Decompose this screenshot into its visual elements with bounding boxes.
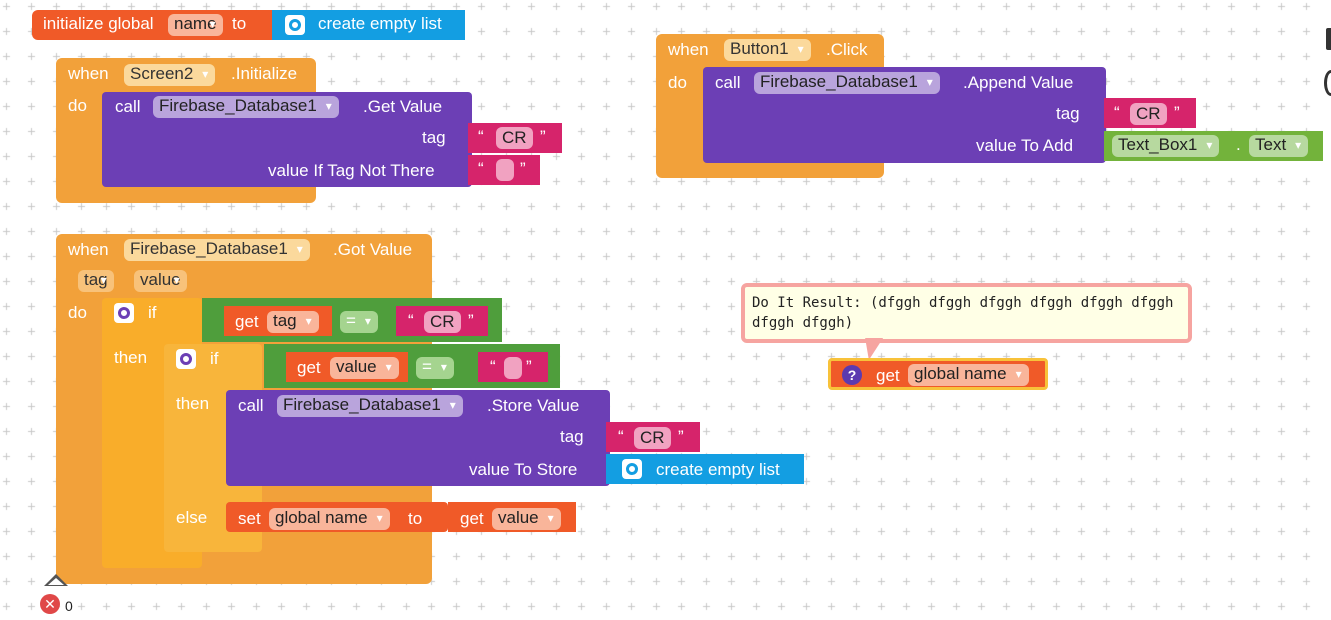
if-label-inner: if — [210, 349, 219, 368]
do-label-3: do — [68, 303, 87, 322]
tag-string-value-3[interactable]: CR — [634, 427, 671, 449]
get-value-method-label: .Get Value — [363, 97, 443, 116]
create-empty-list-label: create empty list — [318, 14, 442, 33]
tag-socket-label: tag — [422, 128, 446, 147]
get-label-1: get — [235, 312, 259, 331]
trash-icon-partial[interactable] — [1326, 28, 1331, 50]
error-icon[interactable]: ✕ — [40, 594, 60, 614]
then-label-outer: then — [114, 348, 148, 367]
then-label-inner: then — [176, 394, 210, 413]
get-label-2: get — [297, 358, 321, 377]
db-component-dropdown-3[interactable]: Firebase_Database1 — [277, 395, 463, 417]
when-label: when — [68, 64, 109, 83]
textbox-component-dropdown[interactable]: Text_Box1 — [1112, 135, 1220, 157]
warning-question-icon[interactable]: ? — [842, 365, 862, 385]
global-name-dropdown[interactable]: global name — [908, 364, 1029, 386]
when-label-2: when — [668, 40, 709, 59]
call-label: call — [115, 97, 141, 116]
dot-label: . — [1236, 135, 1241, 154]
mutator-gear-icon[interactable] — [285, 15, 305, 35]
param-tag[interactable]: tag — [78, 270, 114, 292]
zoom-icon-partial[interactable] — [1324, 70, 1331, 96]
else-label: else — [176, 508, 208, 527]
db-component-dropdown-2[interactable]: Firebase_Database1 — [754, 72, 940, 94]
db-component-dropdown[interactable]: Firebase_Database1 — [153, 96, 339, 118]
call-label-3: call — [238, 396, 264, 415]
empty-string-value[interactable] — [496, 159, 514, 181]
do-label-2: do — [668, 73, 687, 92]
set-var-dropdown[interactable]: global name — [269, 508, 390, 530]
get-label-4: get — [876, 366, 900, 385]
tag-socket-label-2: tag — [1056, 104, 1080, 123]
click-event-label: .Click — [826, 40, 868, 59]
param-value[interactable]: value — [134, 270, 187, 292]
screen-component-dropdown[interactable]: Screen2 — [124, 64, 216, 86]
set-label: set — [238, 509, 261, 528]
tag-string-value[interactable]: CR — [496, 127, 533, 149]
do-label: do — [68, 96, 87, 115]
empty-string-value-2[interactable] — [504, 357, 522, 379]
create-empty-list-label-2: create empty list — [656, 460, 780, 479]
initialize-global-keyword: initialize global — [43, 14, 154, 33]
do-it-result-bubble — [741, 283, 1192, 343]
cr-string-value[interactable]: CR — [424, 311, 461, 333]
global-var-name[interactable]: name — [168, 14, 223, 36]
call-label-2: call — [715, 73, 741, 92]
got-value-event-label: .Got Value — [333, 240, 413, 259]
if-mutator-gear-icon[interactable] — [114, 303, 134, 323]
get-value-dropdown[interactable]: value — [330, 357, 399, 379]
mutator-gear-icon-3[interactable] — [622, 459, 642, 479]
value-to-add-label: value To Add — [976, 136, 1074, 155]
button-component-dropdown[interactable]: Button1 — [724, 39, 811, 61]
initialize-to-label: to — [232, 14, 247, 33]
equals-dropdown-2[interactable]: = — [416, 357, 454, 379]
set-to-label: to — [408, 509, 423, 528]
db-event-component-dropdown[interactable]: Firebase_Database1 — [124, 239, 310, 261]
do-it-result-text: Do It Result: (dfggh dfggh dfggh dfggh d… — [752, 295, 1174, 331]
append-value-method-label: .Append Value — [963, 73, 1074, 92]
get-label-3: get — [460, 509, 484, 528]
equals-dropdown-1[interactable]: = — [340, 311, 378, 333]
value-to-store-label: value To Store — [469, 460, 578, 479]
text-property-dropdown[interactable]: Text — [1249, 135, 1309, 157]
when-label-3: when — [68, 240, 109, 259]
tag-string-value-2[interactable]: CR — [1130, 103, 1167, 125]
store-value-method-label: .Store Value — [487, 396, 580, 415]
initialize-global-block[interactable] — [32, 10, 272, 40]
initialize-event-label: .Initialize — [231, 64, 298, 83]
error-count: 0 — [65, 598, 73, 614]
if-label-outer: if — [148, 303, 157, 322]
if-mutator-gear-icon-2[interactable] — [176, 349, 196, 369]
get-value-dropdown-2[interactable]: value — [492, 508, 561, 530]
get-tag-dropdown[interactable]: tag — [267, 311, 319, 333]
tag-socket-label-3: tag — [560, 427, 584, 446]
default-socket-label: value If Tag Not There — [268, 161, 435, 180]
